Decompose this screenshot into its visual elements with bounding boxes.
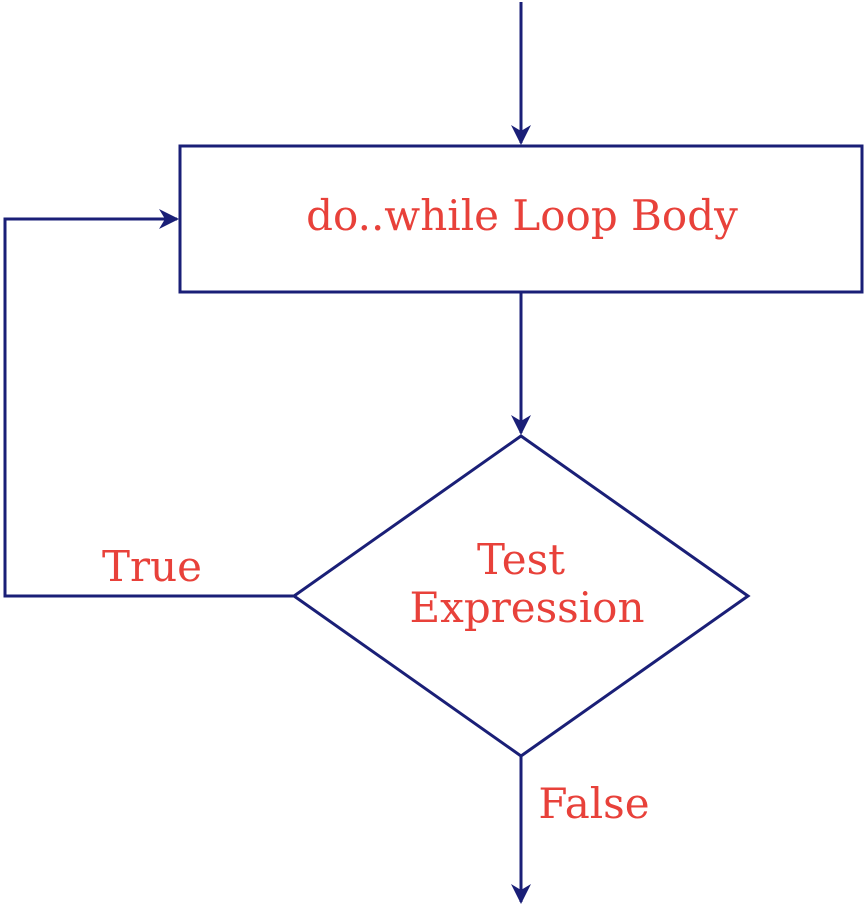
true-loop-back-arrow	[3, 209, 294, 598]
test-expression-label-line1: Test	[477, 535, 565, 584]
loop-body-label: do..while Loop Body	[306, 191, 738, 240]
test-expression-label-line2: Expression	[409, 583, 644, 632]
false-label: False	[538, 779, 649, 828]
true-label: True	[102, 542, 202, 591]
